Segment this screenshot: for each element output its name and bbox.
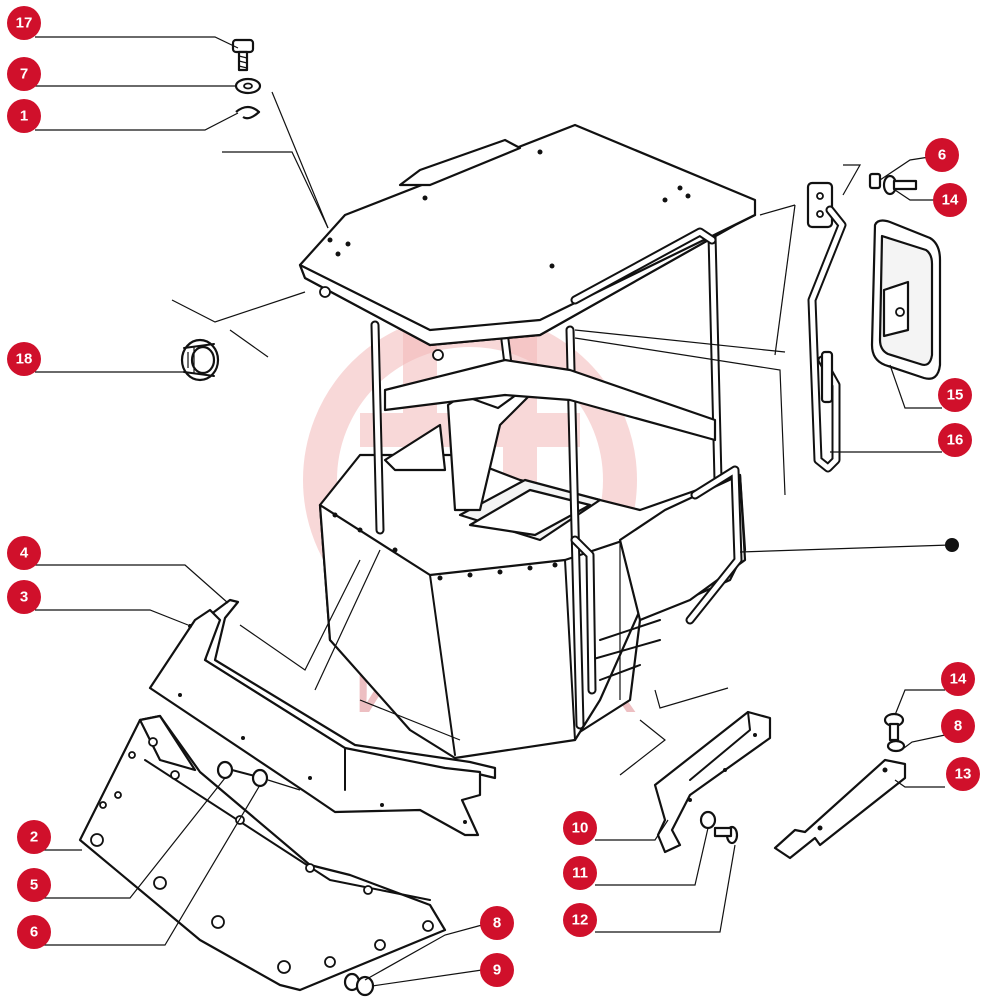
callout-5-label: 5 xyxy=(30,877,38,894)
bolt-17 xyxy=(231,38,255,72)
roof-leader-lines xyxy=(171,91,951,553)
bolt-5-6 xyxy=(216,760,301,791)
callout-14-right: 14 xyxy=(941,662,975,696)
callout-3: 3 xyxy=(7,580,41,614)
plate-13 xyxy=(773,758,907,860)
panel-3 xyxy=(148,608,482,837)
bracket-10 xyxy=(653,710,772,854)
cab-front-skirt xyxy=(318,503,642,760)
callout-14-top-label: 14 xyxy=(942,192,959,209)
reference-dot xyxy=(945,538,959,552)
bolt-14-8-right xyxy=(883,712,906,753)
callout-2-label: 2 xyxy=(30,829,38,846)
callout-4: 4 xyxy=(7,536,41,570)
callout-8-right: 8 xyxy=(941,709,975,743)
callout-10-label: 10 xyxy=(572,820,589,837)
mirror-arm-16 xyxy=(806,181,847,473)
panel-2 xyxy=(78,714,447,992)
cab-assembly xyxy=(318,230,747,760)
cab-roof xyxy=(298,123,757,361)
callout-leaders xyxy=(35,36,946,987)
callout-7-label: 7 xyxy=(20,66,28,83)
callout-9: 9 xyxy=(480,953,514,987)
bolt-11-12 xyxy=(699,810,739,845)
callout-6-top: 6 xyxy=(925,138,959,172)
callout-10: 10 xyxy=(563,811,597,845)
callout-13: 13 xyxy=(946,757,980,791)
callout-15: 15 xyxy=(938,378,972,412)
roof-bolt-holes xyxy=(327,149,691,269)
cab-right-fender xyxy=(618,473,747,622)
nut-9 xyxy=(343,972,375,997)
callout-12-label: 12 xyxy=(572,912,589,929)
callout-17: 17 xyxy=(7,6,41,40)
callout-11: 11 xyxy=(563,856,597,890)
panel-3-holes xyxy=(178,624,467,824)
callout-8-right-label: 8 xyxy=(954,718,962,735)
callout-14-right-label: 14 xyxy=(950,671,967,688)
callout-8-bottom-label: 8 xyxy=(493,915,501,932)
cab-skirt-bolts xyxy=(332,512,558,581)
callout-9-label: 9 xyxy=(493,962,501,979)
callout-16: 16 xyxy=(938,423,972,457)
callout-12: 12 xyxy=(563,903,597,937)
callout-7: 7 xyxy=(7,57,41,91)
callout-18: 18 xyxy=(7,342,41,376)
callout-14-top: 14 xyxy=(933,183,967,217)
callout-8-bottom: 8 xyxy=(480,906,514,940)
callout-13-label: 13 xyxy=(955,766,972,783)
callout-1-label: 1 xyxy=(20,108,28,125)
lock-washer-1 xyxy=(235,105,261,120)
callout-6-top-label: 6 xyxy=(938,147,946,164)
callout-6-bottom: 6 xyxy=(17,915,51,949)
callout-17-label: 17 xyxy=(16,15,33,32)
ring-18 xyxy=(180,338,220,382)
callout-1: 1 xyxy=(7,99,41,133)
bolt-6-14-top xyxy=(868,172,918,196)
callout-16-label: 16 xyxy=(947,432,964,449)
callout-5: 5 xyxy=(17,868,51,902)
callout-11-label: 11 xyxy=(572,865,588,882)
mirror-15 xyxy=(870,219,942,380)
callout-3-label: 3 xyxy=(20,589,28,606)
panel-2-holes xyxy=(90,737,434,974)
callout-4-label: 4 xyxy=(20,545,29,562)
callout-18-label: 18 xyxy=(16,351,33,368)
callout-2: 2 xyxy=(17,820,51,854)
callout-6-bottom-label: 6 xyxy=(30,924,38,941)
callout-15-label: 15 xyxy=(947,387,964,404)
